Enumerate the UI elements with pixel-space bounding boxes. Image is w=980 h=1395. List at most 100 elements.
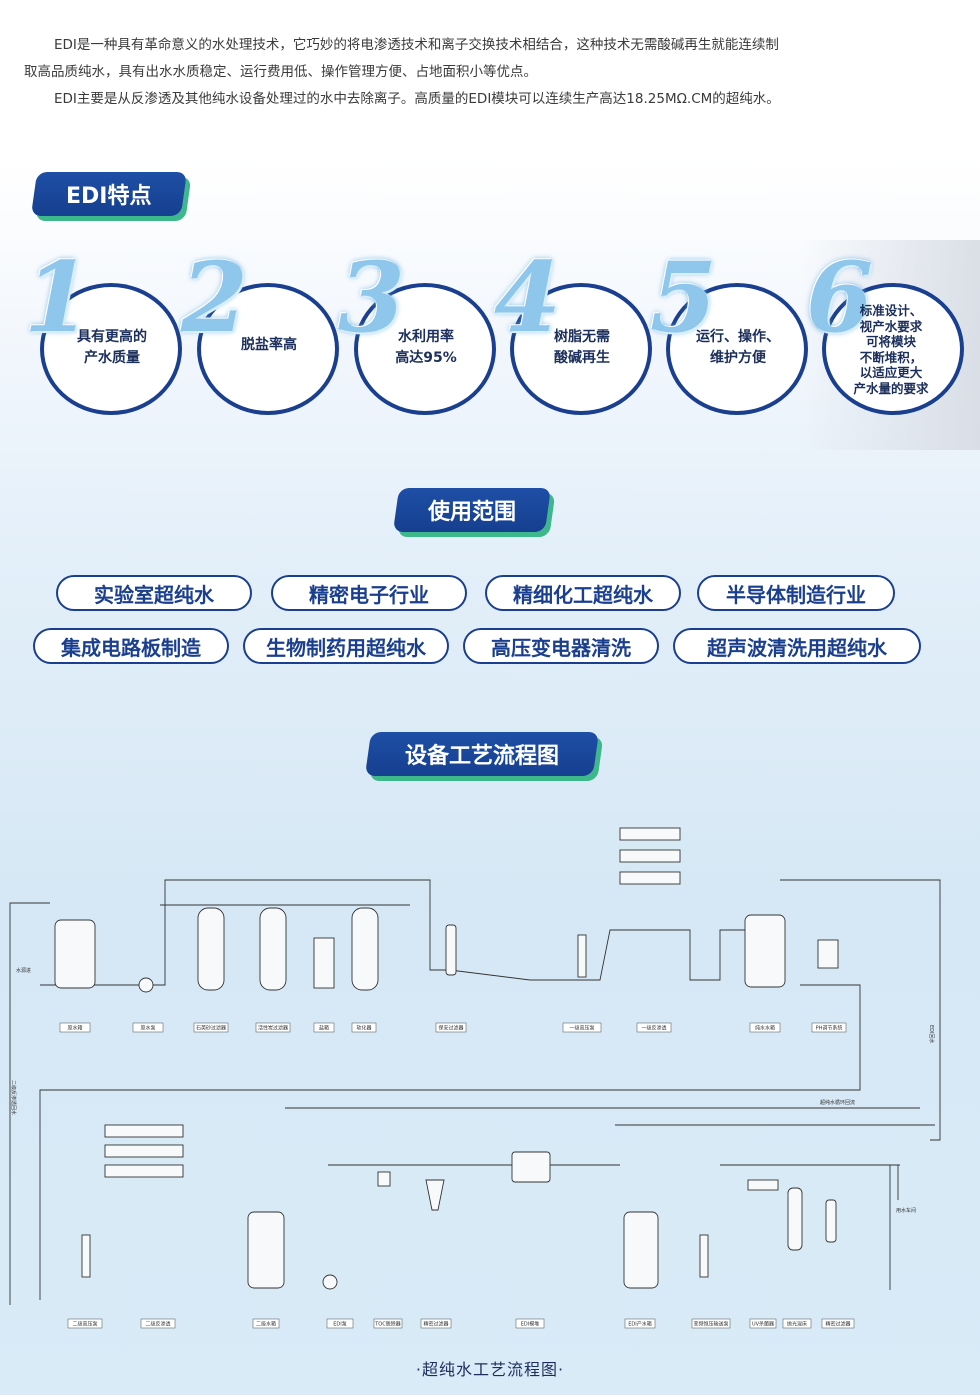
raw-water-tank	[54, 919, 96, 989]
equipment-caption-box	[373, 1318, 403, 1329]
feature-label: 脱盐率高	[241, 337, 297, 353]
edi-module-stack	[511, 1151, 551, 1183]
scope-tag: 集成电路板制造	[33, 628, 229, 664]
pure-water-tank	[744, 914, 786, 988]
carbon-filter	[259, 907, 287, 991]
feature-3: 3 水利用率 高达95%	[338, 241, 496, 415]
feature-number: 4	[494, 241, 561, 354]
equipment-caption: 原水箱	[67, 1025, 82, 1032]
scope-tag: 生物制药用超纯水	[243, 628, 449, 664]
loop-return-label: 超纯水循环回流	[820, 1099, 855, 1106]
polishing-mixed-bed	[787, 1187, 803, 1251]
scope-tag: 超声波清洗用超纯水	[673, 628, 921, 664]
equipment-caption-box	[624, 1318, 656, 1329]
feature-number: 5	[650, 241, 717, 354]
scope-tag: 实验室超纯水	[56, 575, 252, 611]
equipment-caption-box	[313, 1022, 335, 1033]
intro-paragraph-1-line-2: 取高品质纯水，具有出水水质稳定、运行费用低、操作管理方便、占地面积小等优点。	[24, 64, 537, 80]
transfer-pipe	[39, 984, 861, 1300]
feature-1: 1 具有更高的 产水质量	[24, 241, 182, 415]
equipment-caption: 二级反渗透	[145, 1321, 170, 1328]
point-of-use-label: 用水车间	[896, 1207, 916, 1214]
ro2-membrane	[104, 1144, 184, 1158]
edi-return-label: EDI回水	[928, 1025, 935, 1043]
return-pipe	[9, 902, 50, 1305]
equipment-caption-box	[562, 1022, 602, 1033]
equipment-caption: 软化器	[356, 1025, 371, 1032]
ro1-membrane	[619, 827, 681, 841]
equipment-caption: EDI产水箱	[628, 1321, 651, 1328]
equipment-caption-box	[691, 1318, 731, 1329]
equipment-caption: 盐箱	[319, 1025, 329, 1032]
equipment-caption: UV杀菌器	[752, 1321, 774, 1328]
equipment-caption: 二级高压泵	[72, 1321, 97, 1328]
equipment-caption-box	[59, 1022, 91, 1033]
precision-filter-1	[425, 1179, 445, 1211]
row1-pipe	[40, 879, 780, 986]
secondary-water-tank	[247, 1211, 285, 1289]
process-flow-diagram: 二级反渗透回水 水源进 EDI回水 原水箱原水泵石英砂过滤器活性炭过滤器盐箱软化…	[9, 827, 941, 1329]
softener	[351, 907, 379, 991]
ro1-high-pressure-pump	[577, 934, 587, 978]
scope-section-title: 使用范围	[392, 488, 552, 532]
equipment-caption-box	[255, 1022, 291, 1033]
intro-text: EDI是一种具有革命意义的水处理技术，它巧妙的将电渗透技术和离子交换技术相结合，…	[24, 32, 964, 113]
feature-number: 1	[24, 241, 91, 354]
equipment-caption: 活性炭过滤器	[258, 1025, 288, 1032]
precision-filter-2	[825, 1199, 837, 1243]
raw-water-pump	[138, 977, 154, 993]
equipment-caption-box	[515, 1318, 545, 1329]
ro2-high-pressure-pump	[81, 1234, 91, 1278]
security-filter	[445, 924, 457, 976]
feature-number: 3	[338, 241, 405, 354]
feature-circle	[354, 283, 496, 415]
equipment-caption-box	[420, 1318, 452, 1329]
equipment-caption: 精密过滤器	[825, 1321, 850, 1328]
edi-product-tank	[623, 1211, 659, 1289]
feature-6: 6 标准设计、 视产水要求 可将模块 不断堆积， 以适应更大 产水量的要求	[806, 241, 964, 415]
diagram-caption: ·超纯水工艺流程图·	[415, 1360, 565, 1379]
equipment-caption: PH调节系统	[816, 1025, 843, 1032]
feature-label: 具有更高的 产水质量	[77, 329, 147, 366]
feature-number: 6	[806, 241, 873, 354]
equipment-caption-box	[140, 1318, 176, 1329]
edi-pump	[322, 1274, 338, 1290]
uv-sterilizer	[747, 1179, 779, 1191]
equipment-caption: 一级反渗透	[641, 1025, 666, 1032]
equipment-caption-box	[193, 1022, 229, 1033]
feature-2: 2 脱盐率高	[181, 241, 339, 415]
scope-tag: 半导体制造行业	[697, 575, 895, 611]
equipment-caption-box	[821, 1318, 855, 1329]
equipment-caption-box	[749, 1318, 777, 1329]
scope-tag: 精细化工超纯水	[485, 575, 681, 611]
feature-label: 标准设计、 视产水要求 可将模块 不断堆积， 以适应更大 产水量的要求	[853, 303, 929, 396]
equipment-caption-box	[67, 1318, 103, 1329]
feature-circle	[197, 283, 339, 415]
equipment-caption: 抛光混床	[787, 1321, 807, 1328]
booster-pump	[699, 1234, 709, 1278]
feature-label: 水利用率 高达95%	[395, 329, 457, 366]
scope-tag: 精密电子行业	[271, 575, 467, 611]
ph-system	[817, 939, 839, 969]
ro2-return-label: 二级反渗透回水	[10, 1080, 17, 1115]
feature-label: 树脂无需 酸碱再生	[554, 329, 610, 366]
salt-tank	[313, 937, 335, 989]
feature-circle	[510, 283, 652, 415]
equipment-caption: 变频恒压输送泵	[693, 1321, 728, 1328]
scope-tag: 高压变电器清洗	[463, 628, 659, 664]
equipment-caption-box	[636, 1022, 672, 1033]
equipment-caption: 石英砂过滤器	[196, 1025, 226, 1032]
equipment-caption-box	[351, 1022, 377, 1033]
equipment-caption: 精密过滤器	[423, 1321, 448, 1328]
equipment-caption: TOC脱除器	[374, 1321, 400, 1328]
equipment-caption-box	[782, 1318, 812, 1329]
feature-5: 5 运行、操作、 维护方便	[650, 241, 808, 415]
feature-circle	[822, 283, 964, 415]
process-section-title: 设备工艺流程图	[364, 732, 600, 776]
equipment-caption: EDI泵	[333, 1322, 346, 1328]
feature-circle	[666, 283, 808, 415]
equipment-caption: 原水泵	[140, 1025, 155, 1032]
equipment-caption: EDI模堆	[521, 1321, 539, 1328]
feature-number: 2	[181, 241, 248, 354]
equipment-caption-box	[749, 1022, 781, 1033]
